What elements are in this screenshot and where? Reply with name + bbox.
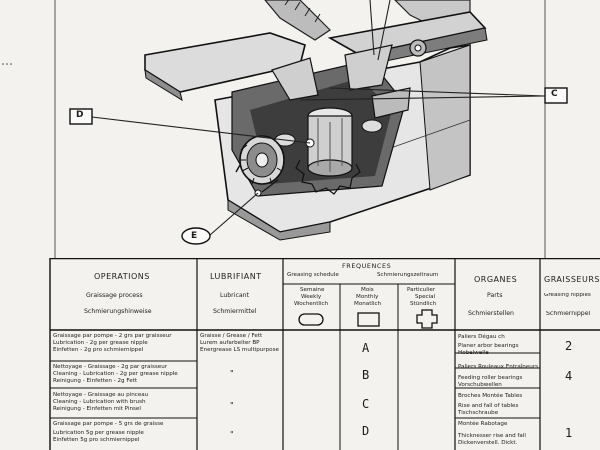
graisseurs-subheader-de: Schmiernippel — [546, 311, 591, 317]
graisseurs-subheader-en: Greasing nipples — [544, 293, 591, 298]
row1-nipple-count: 2 — [565, 339, 573, 353]
organes-subheader-en: Parts — [487, 292, 503, 299]
lubrication-table-grid — [49, 258, 600, 450]
row4-lubricant-ditto: " — [230, 430, 234, 439]
row3-part-fr: Broches Montée Tables — [458, 393, 523, 399]
row4-part-de: Dickenverstell. Dickt. — [458, 440, 518, 446]
row3-part-en: Rise and fall of tables — [458, 403, 519, 409]
row4-part-en: Thicknesser rise and fall — [458, 433, 526, 439]
row2-part-fr: Paliers Rouleaux Entraîneurs — [458, 364, 539, 370]
freq-special-de: Stündlich — [410, 301, 437, 307]
row4-nipple-count: 1 — [565, 426, 573, 440]
row4-frequency-code: D — [362, 424, 370, 438]
callout-label-e: E — [191, 231, 198, 241]
row3-frequency-code: C — [362, 397, 370, 411]
row2-nipple-count: 4 — [565, 369, 573, 383]
row3-operation-de: Reinigung - Einfetten mit Pinsel — [53, 406, 141, 412]
row1-frequency-code: A — [362, 341, 370, 355]
callout-label-c: C — [551, 89, 558, 99]
frequences-schedule-de: Schmierungszeitraum — [377, 272, 439, 278]
row3-lubricant-ditto: " — [230, 401, 234, 410]
row2-part-de: Vorschubwellen — [458, 382, 502, 388]
row2-frequency-code: B — [362, 368, 370, 382]
organes-header: ORGANES — [474, 275, 518, 284]
row1-operation-fr: Graissage par pompe - 2 grs par graisseu… — [53, 333, 172, 339]
row1-operation-en: Lubrication - 2g per grease nipple — [53, 340, 148, 346]
lubrifiant-header: LUBRIFIANT — [210, 272, 262, 281]
freq-weekly-de: Wochentlich — [294, 301, 329, 307]
row2-operation-en: Cleaning - Lubrication - 2g per grease n… — [53, 371, 178, 377]
organes-subheader-de: Schmierstellen — [468, 310, 514, 317]
row1-lubricant-3: Energrease LS multipurpose — [200, 347, 279, 353]
operations-subheader-fr: Graissage process — [86, 292, 143, 299]
row4-operation-fr: Graissage par pompe - 5 grs de graisse — [53, 421, 164, 427]
row1-part-en: Planer arbor bearings — [458, 343, 519, 349]
freq-weekly-en: Weekly — [301, 294, 322, 300]
row4-operation-en: Lubrication 5g per grease nipple — [53, 430, 144, 436]
row4-operation-de: Einfetten 5g pro schmiernippel — [53, 437, 140, 443]
row2-operation-fr: Nettoyage - Graissage - 2g par graisseur — [53, 364, 168, 370]
lubrifiant-subheader-de: Schmiermittel — [213, 308, 257, 315]
graisseurs-header: GRAISSEURS — [544, 276, 600, 284]
row1-lubricant-2: Lurem aufarbeiter BP — [200, 340, 260, 346]
operations-subheader-de: Schmierungshinweise — [84, 308, 152, 315]
row2-lubricant-ditto: " — [230, 369, 234, 378]
row4-part-fr: Montée Rabotage — [458, 421, 508, 427]
planer-machine-illustration — [2, 0, 568, 258]
row3-operation-fr: Nettoyage - Graissage au pinceau — [53, 392, 149, 398]
row1-part-fr: Paliers Dégau ch — [458, 334, 505, 340]
freq-monthly-fr: Mois — [361, 287, 374, 293]
freq-weekly-fr: Semaine — [300, 287, 325, 293]
frequences-schedule-en: Greasing schedule — [287, 272, 339, 278]
row1-part-de: Hobelwelle — [458, 350, 489, 356]
freq-monthly-en: Monthly — [356, 294, 379, 300]
operations-header: OPERATIONS — [94, 272, 150, 281]
row3-part-de: Tischschraube — [458, 410, 499, 416]
row1-lubricant-1: Graisse / Grease / Fett — [200, 333, 263, 339]
row2-operation-de: Reinigung - Einfetten - 2g Fett — [53, 378, 138, 384]
freq-special-en: Special — [415, 294, 436, 300]
row3-operation-en: Cleaning - Lubrication with brush — [53, 399, 146, 405]
freq-special-fr: Particulier — [407, 287, 436, 293]
frequences-header: FREQUENCES — [342, 262, 392, 270]
freq-monthly-de: Monatlich — [354, 301, 382, 307]
row1-operation-de: Einfetten - 2g pro schmiernippel — [53, 347, 144, 353]
lubrifiant-subheader-fr: Lubricant — [220, 292, 249, 299]
row2-part-en: Feeding roller bearings — [458, 375, 523, 381]
callout-label-d: D — [76, 110, 84, 120]
